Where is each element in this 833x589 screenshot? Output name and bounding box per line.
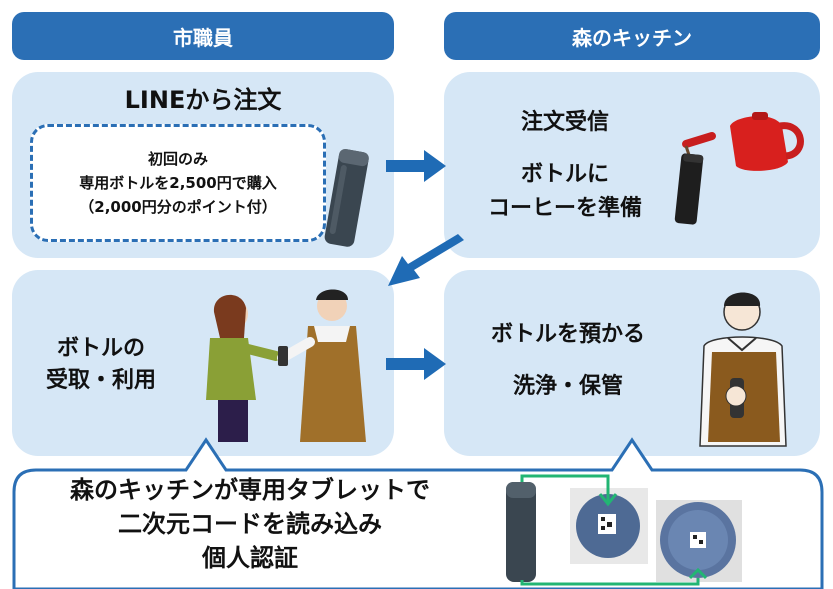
panel-receive-line3: コーヒーを準備 [487,196,642,221]
header-mori-kitchen-label: 森のキッチン [572,25,692,50]
arrow-receive-to-pickup [388,234,464,286]
header-mori-kitchen: 森のキッチン [444,12,820,60]
bubble-line3: 個人認証 [202,544,298,572]
panel-order-title: LINEから注文 [124,86,282,114]
panel-pickup-line1: ボトルの [56,336,145,361]
panel-receive-line2: ボトルに [520,162,609,187]
first-time-note-line3: （2,000円分のポイント付） [79,198,277,216]
handover-illustration [206,289,366,442]
panel-keep-line2: 洗浄・保管 [512,374,623,399]
first-time-note-box [30,124,326,242]
panel-keep-line1: ボトルを預かる [490,322,645,347]
arrow-order-to-receive [386,150,446,182]
first-time-note-line2: 専用ボトルを2,500円で購入 [79,174,277,192]
header-city-staff-label: 市職員 [173,25,233,50]
first-time-note-line1: 初回のみ [147,150,208,168]
bubble-line1: 森のキッチンが専用タブレットで [70,476,430,504]
kettle-pouring-icon [674,112,804,225]
bubble-line2: 二次元コードを読み込み [118,510,382,538]
panel-pickup-line2: 受取・利用 [45,368,156,393]
arrow-pickup-to-keep [386,348,446,380]
header-city-staff: 市職員 [12,12,394,60]
qr-code-bottle-images [506,474,742,586]
panel-receive-line1: 注文受信 [520,110,609,135]
staff-holding-bottle-illustration [699,292,787,447]
bottle-icon [324,149,369,247]
